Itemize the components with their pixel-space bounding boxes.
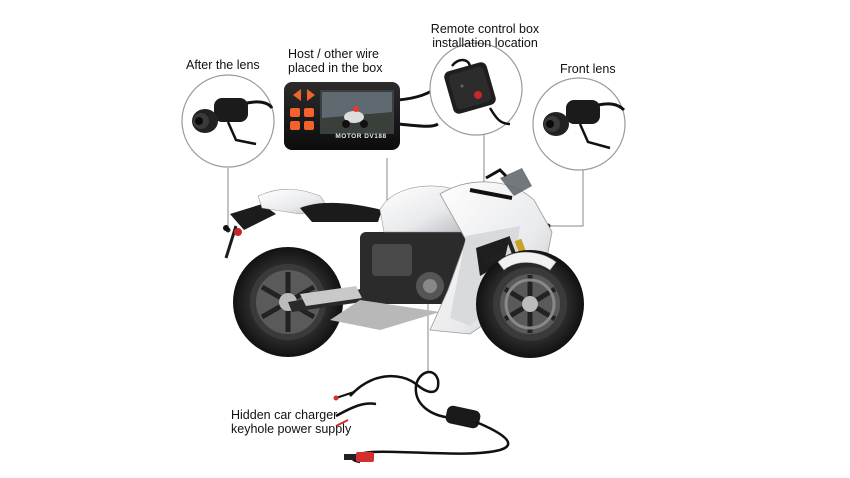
host-dvr-device <box>284 82 440 150</box>
leader-front-lens <box>548 170 584 227</box>
charger-plug <box>356 452 374 462</box>
front-lens-label: Front lens <box>560 62 616 76</box>
device-model-label: MOTOR DV188 <box>335 133 387 140</box>
charger-cable <box>333 370 510 464</box>
remote-label: Remote control box installation location <box>430 22 540 50</box>
remote-control-callout <box>429 42 523 136</box>
charger-label: Hidden car charger keyhole power supply <box>231 408 352 436</box>
charger-fuse-box <box>445 405 481 429</box>
motorcycle: CBR <box>223 168 584 358</box>
dvr-buttons <box>290 89 315 130</box>
rear-camera-icon <box>192 98 274 146</box>
host-label: Host / other wire placed in the box <box>288 47 383 75</box>
remote-control-icon <box>444 58 511 126</box>
after-lens-label: After the lens <box>186 58 260 72</box>
front-camera-icon <box>543 100 626 150</box>
rear-camera-callout <box>181 74 275 168</box>
front-camera-callout <box>532 77 626 171</box>
